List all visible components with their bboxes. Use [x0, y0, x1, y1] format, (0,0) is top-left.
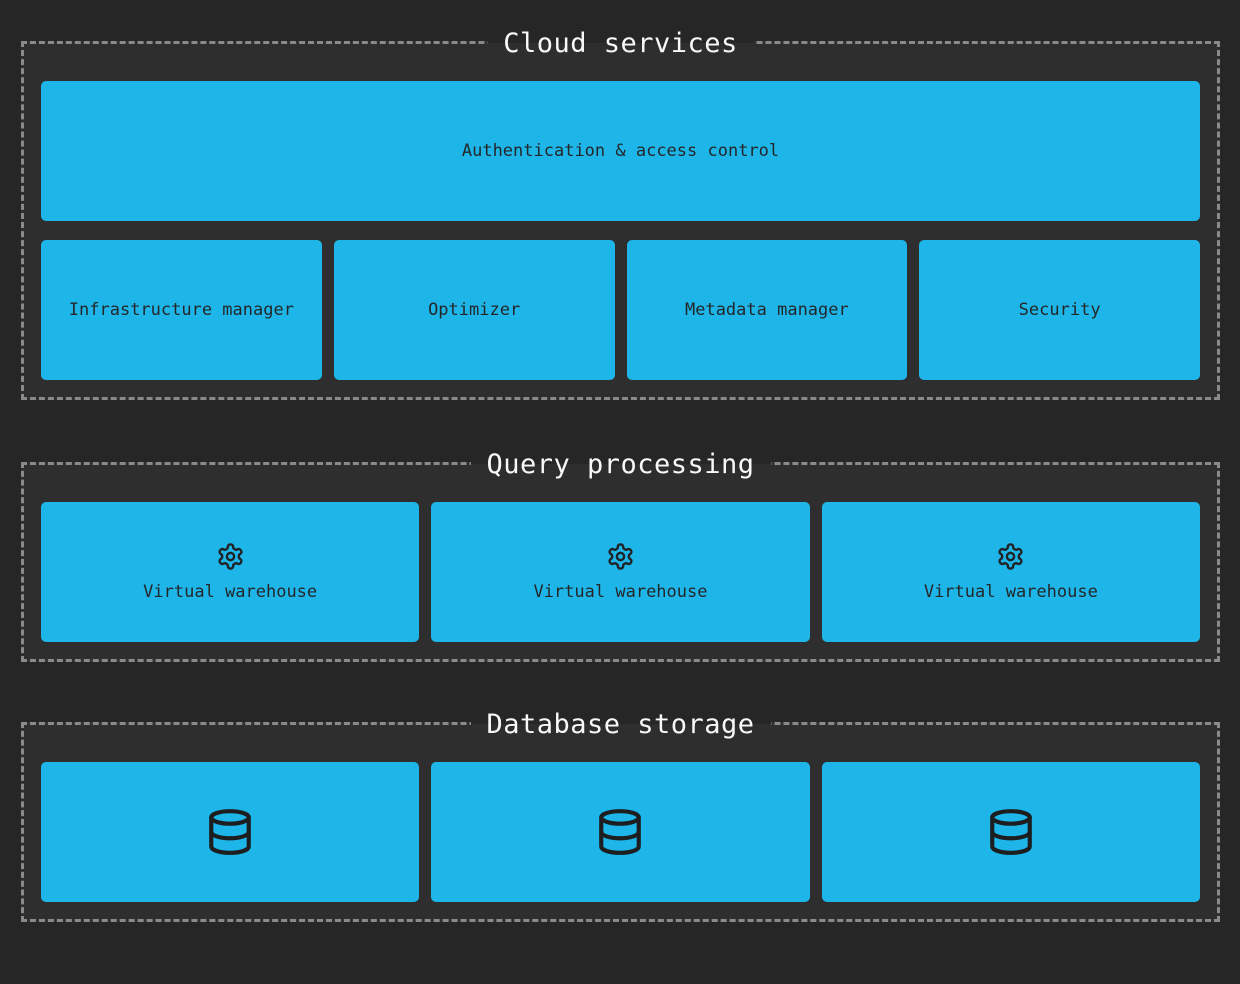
- database-row: [41, 762, 1200, 902]
- optimizer-label: Optimizer: [428, 300, 521, 320]
- virtual-warehouse-box: Virtual warehouse: [431, 502, 810, 642]
- authentication-access-control-box: Authentication & access control: [41, 81, 1200, 221]
- virtual-warehouse-box: Virtual warehouse: [41, 502, 420, 642]
- virtual-warehouse-label: Virtual warehouse: [143, 582, 318, 602]
- gear-icon: [216, 542, 245, 571]
- virtual-warehouse-row: Virtual warehouse Virtual warehouse Virt…: [41, 502, 1200, 642]
- database-box: [821, 762, 1200, 902]
- gear-icon: [606, 542, 635, 571]
- cloud-services-title: Cloud services: [487, 25, 754, 61]
- infrastructure-manager-box: Infrastructure manager: [41, 240, 322, 380]
- optimizer-box: Optimizer: [333, 240, 615, 380]
- gear-icon: [996, 542, 1025, 571]
- query-processing-section: Query processing Virtual warehouse Virtu…: [21, 446, 1220, 662]
- security-box: Security: [919, 240, 1200, 380]
- authentication-access-control-label: Authentication & access control: [461, 141, 780, 161]
- virtual-warehouse-label: Virtual warehouse: [533, 582, 708, 602]
- metadata-manager-box: Metadata manager: [626, 240, 908, 380]
- metadata-manager-label: Metadata manager: [684, 300, 849, 320]
- infrastructure-manager-label: Infrastructure manager: [68, 300, 294, 320]
- query-processing-title: Query processing: [470, 446, 771, 482]
- database-icon: [986, 806, 1036, 858]
- database-icon: [205, 806, 255, 858]
- virtual-warehouse-label: Virtual warehouse: [923, 582, 1098, 602]
- virtual-warehouse-box: Virtual warehouse: [821, 502, 1200, 642]
- database-storage-title: Database storage: [470, 706, 771, 742]
- cloud-services-section: Cloud services Authentication & access c…: [21, 25, 1220, 400]
- security-label: Security: [1018, 300, 1101, 320]
- database-storage-section: Database storage: [21, 706, 1220, 922]
- database-box: [431, 762, 810, 902]
- database-icon: [595, 806, 645, 858]
- database-box: [41, 762, 420, 902]
- cloud-services-manager-row: Infrastructure manager Optimizer Metadat…: [41, 240, 1200, 380]
